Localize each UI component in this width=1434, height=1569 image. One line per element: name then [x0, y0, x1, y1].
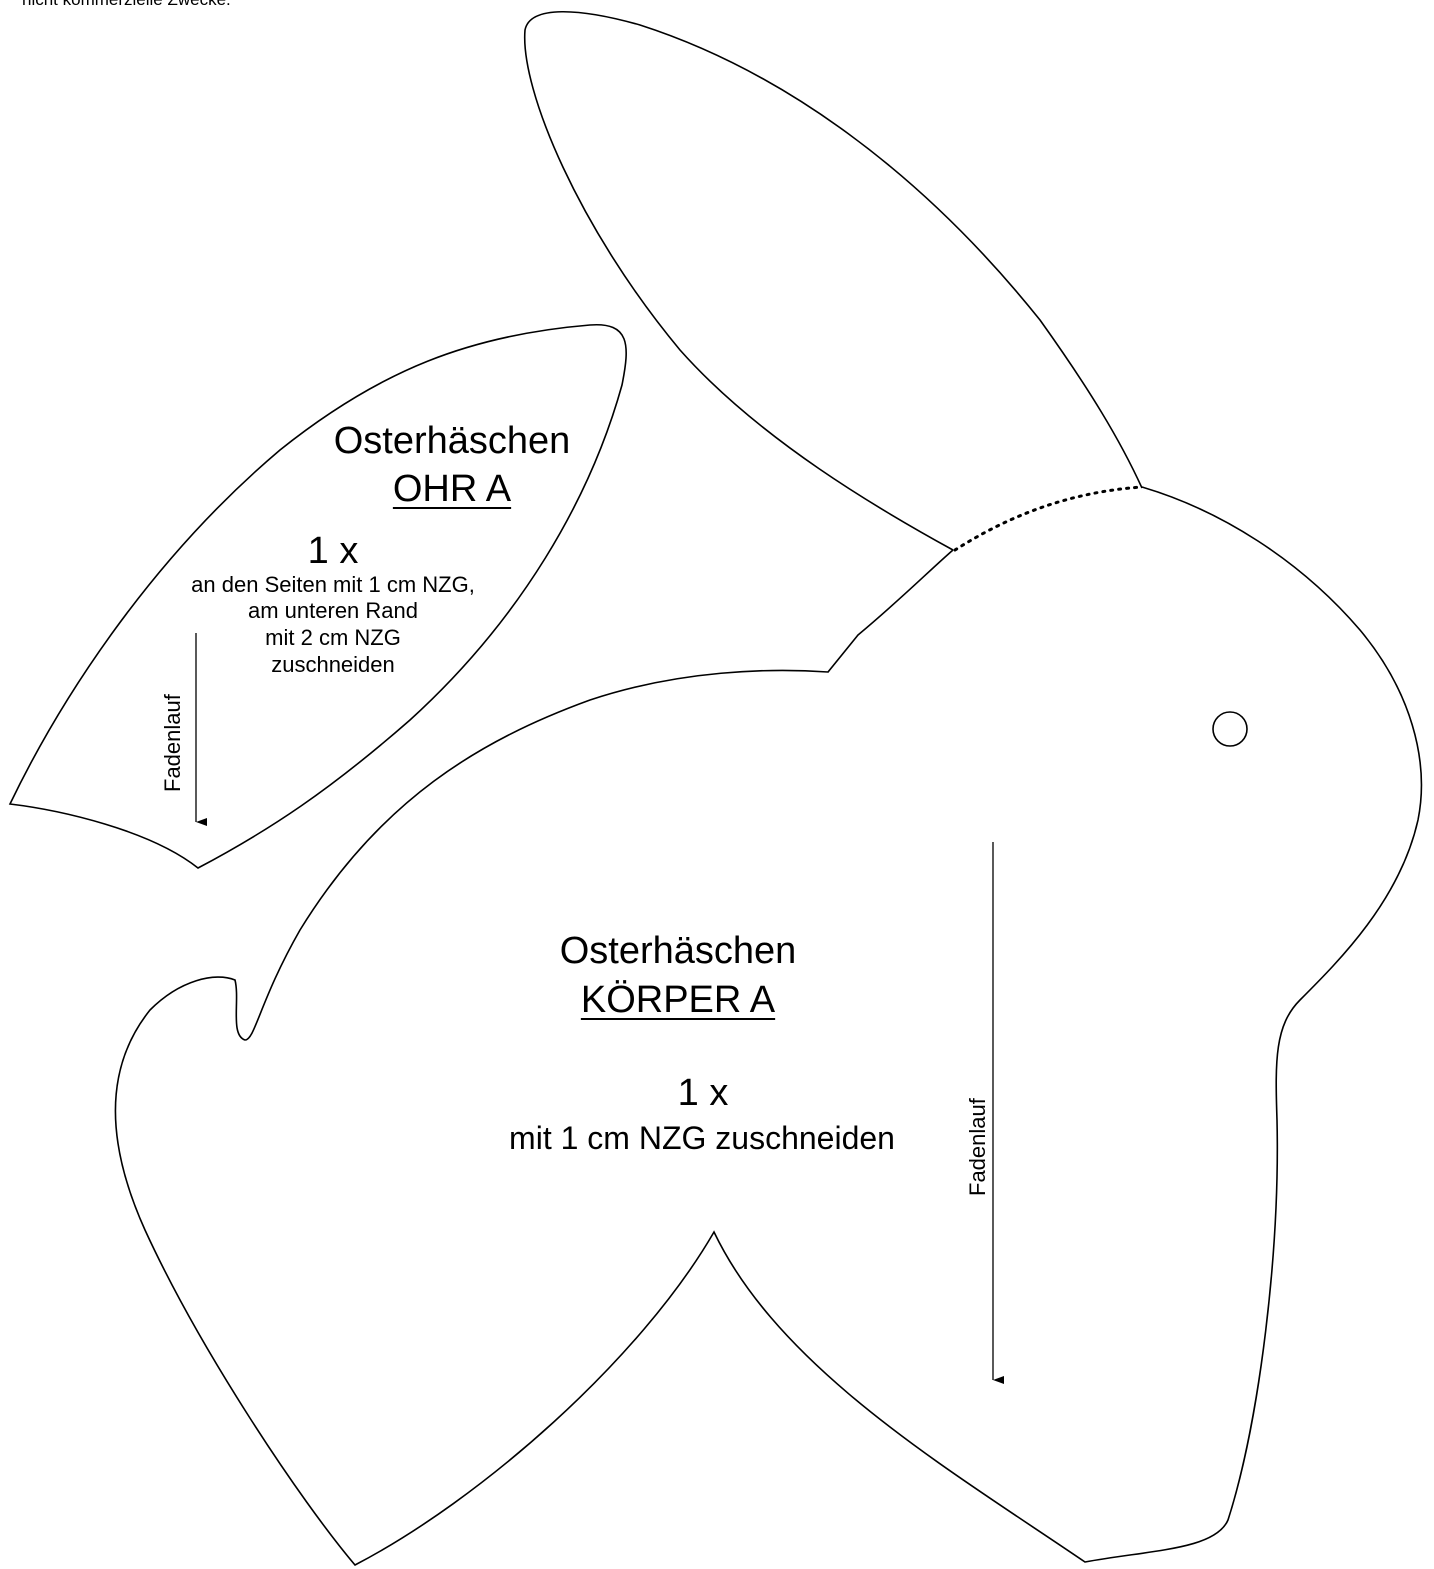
eye-circle	[1212, 711, 1248, 747]
body-grain-label: Fadenlauf	[965, 1098, 990, 1196]
body-quantity: 1 x	[677, 1072, 729, 1114]
ear-grain-label: Fadenlauf	[160, 694, 185, 792]
ear-piece-outline	[8, 324, 627, 869]
ear-instruction-line-4: zuschneiden	[271, 652, 395, 677]
ear-part-label: OHR A	[392, 468, 512, 510]
body-part-label: KÖRPER A	[580, 979, 776, 1021]
ear-seam-dotted	[953, 485, 1144, 552]
ear-instruction-line-1: an den Seiten mit 1 cm NZG,	[191, 572, 475, 597]
ear-instruction-line-3: mit 2 cm NZG	[265, 625, 401, 650]
ear-quantity: 1 x	[307, 530, 359, 572]
header-notice: nicht kommerzielle Zwecke.	[22, 0, 231, 10]
ear-title: Osterhäschen	[333, 420, 571, 462]
ear-instruction-line-2: am unteren Rand	[248, 598, 418, 623]
body-instruction: mit 1 cm NZG zuschneiden	[509, 1120, 895, 1156]
body-title: Osterhäschen	[559, 930, 797, 972]
upper-ear-outline	[523, 10, 1143, 551]
body-piece-outline	[114, 486, 1423, 1567]
